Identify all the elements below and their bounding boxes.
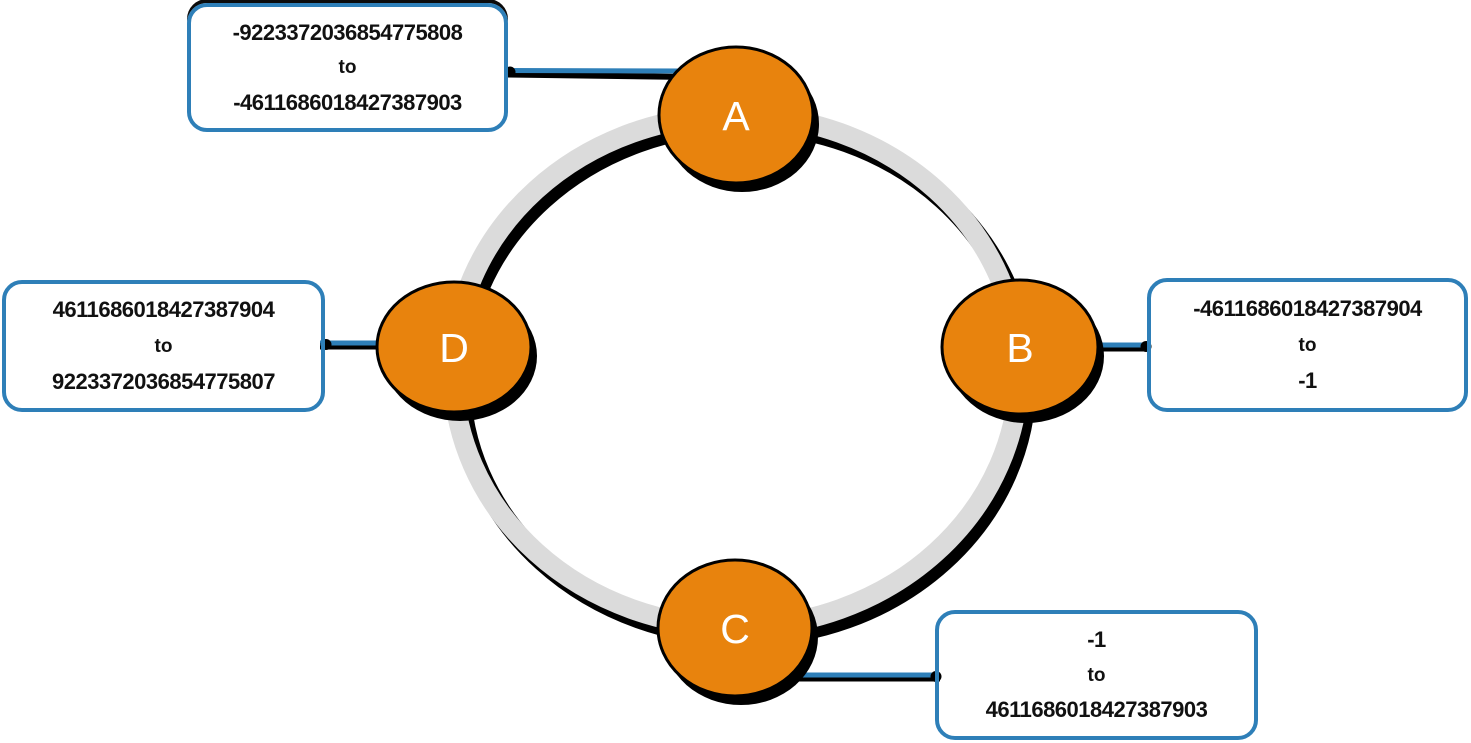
node-a-label: A (722, 93, 750, 139)
node-a: A (657, 45, 819, 192)
range-box-node-a: -9223372036854775808 to -461168601842738… (187, 3, 508, 132)
range-box-node-c: -1 to 4611686018427387903 (935, 610, 1258, 740)
range-box-node-d: 4611686018427387904 to 92233720368547758… (2, 280, 325, 412)
node-b: B (940, 278, 1104, 423)
range-d-from: 4611686018427387904 (52, 297, 275, 323)
node-d-circle (375, 280, 533, 414)
range-a-to-word: to (338, 57, 357, 78)
connector-a-line (506, 68, 688, 74)
connector-a-shadow-line (506, 71, 692, 80)
range-c-to-word: to (1087, 664, 1106, 686)
connector-node-a (504, 66, 692, 80)
ring-band (443, 105, 1029, 637)
range-d-to-word: to (154, 335, 173, 357)
range-d-to: 9223372036854775807 (52, 368, 275, 394)
node-a-circle (657, 45, 815, 185)
node-b-label: B (1006, 325, 1033, 371)
range-a-to: -4611686018427387903 (233, 89, 462, 115)
node-c-label: C (720, 606, 750, 652)
range-box-node-b: -4611686018427387904 to -1 (1147, 278, 1468, 412)
node-d-label: D (439, 325, 469, 371)
node-b-circle (940, 278, 1100, 416)
range-b-to: -1 (1298, 368, 1317, 394)
connector-node-c (785, 671, 942, 682)
range-b-from: -4611686018427387904 (1193, 295, 1422, 321)
range-b-to-word: to (1298, 334, 1317, 356)
node-c-circle (656, 558, 814, 698)
connector-node-d (320, 339, 385, 350)
range-c-from: -1 (1087, 626, 1106, 652)
node-d: D (375, 280, 537, 421)
range-a-from: -9223372036854775808 (232, 19, 463, 45)
node-c: C (656, 558, 818, 705)
range-c-to: 4611686018427387903 (985, 697, 1208, 723)
